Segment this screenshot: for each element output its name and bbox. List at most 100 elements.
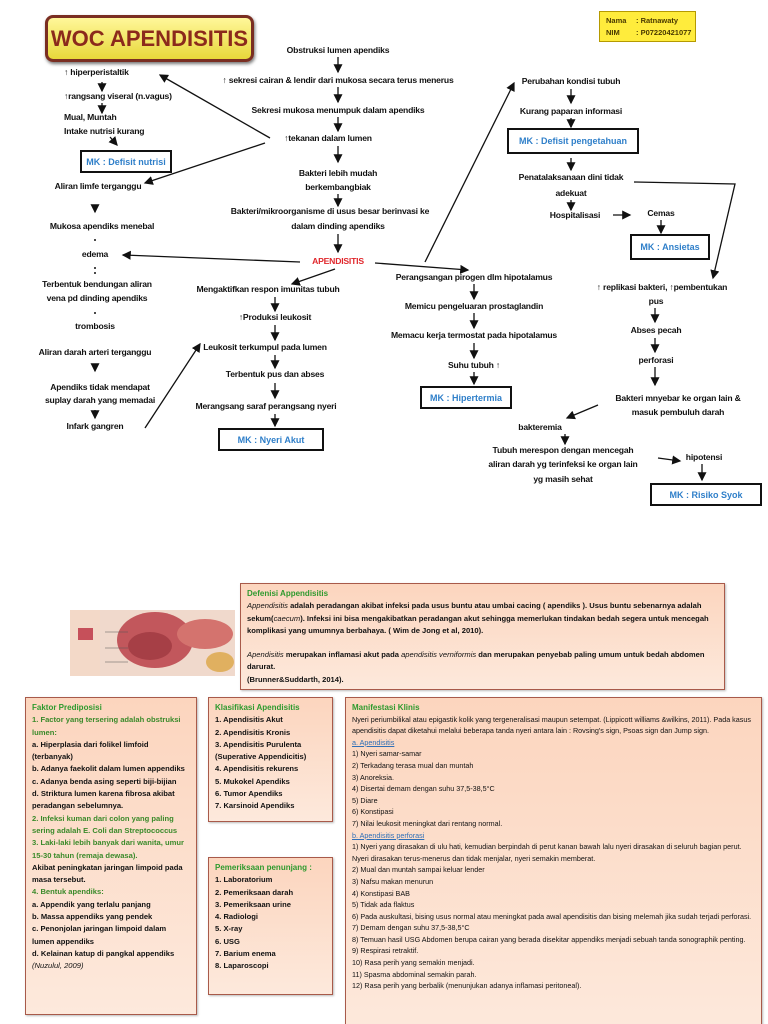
node-termostat: Memacu kerja termostat pada hipotalamus xyxy=(390,330,558,340)
list-item: 1) Nyeri samar-samar xyxy=(352,749,422,759)
text: adalah peradangan akibat infeksi pada us… xyxy=(247,601,702,623)
appendix-anatomy-image xyxy=(70,610,235,676)
list-item: 8) Temuan hasil USG Abdomen berupa caira… xyxy=(352,934,746,944)
node-aliran-limfe: Aliran limfe terganggu xyxy=(54,181,142,191)
node-mukosa-menebal: Mukosa apendiks menebal xyxy=(49,221,155,231)
faktor-citation: (Nuzulul, 2009) xyxy=(32,960,190,972)
list-item: a. Appendik yang terlalu panjang xyxy=(32,899,151,909)
node-tubuh-merespon: Tubuh merespon dengan mencegah xyxy=(492,445,634,455)
list-item: 3) Anoreksia. xyxy=(352,772,394,782)
list-item: 12) Rasa perih yang berbalik (menunjukan… xyxy=(352,981,582,991)
node-leukosit-lumen: Leukosit terkumpul pada lumen xyxy=(203,342,327,352)
list-item: 3. Pemeriksaan urine xyxy=(215,899,291,909)
list-item: 7) Nilai leukosit meningkat dari rentang… xyxy=(352,818,503,828)
faktor-heading: Faktor Prediposisi xyxy=(32,703,102,712)
manifestasi-box: Manifestasi Klinis Nyeri periumbilikal a… xyxy=(345,697,762,1024)
manifestasi-b-list: 1) Nyeri yang dirasakan di ulu hati, kem… xyxy=(352,841,755,992)
node-suplay-darah: Apendiks tidak mendapat xyxy=(50,382,150,392)
list-item: d. Striktura lumen karena fibrosa akibat… xyxy=(32,789,175,811)
list-item: 1. Laboratorium xyxy=(215,875,273,885)
list-item: 4) Disertai demam dengan suhu 37,5-38,5°… xyxy=(352,784,495,794)
term: apendisitis verniformis xyxy=(401,650,477,660)
pemeriksaan-heading: Pemeriksaan penunjang : xyxy=(215,863,312,872)
list-item: 7) Demam dengan suhu 37,5-38,5°C xyxy=(352,923,470,933)
node-trombosis: trombosis xyxy=(75,321,115,331)
list-item: 2) Mual dan muntah sampai keluar lender xyxy=(352,865,485,875)
list-item: 6. USG xyxy=(215,936,240,946)
list-item: 6. Tumor Apendiks xyxy=(215,789,283,799)
list-item: 6) Konstipasi xyxy=(352,807,394,817)
mk-nyeri-akut: MK : Nyeri Akut xyxy=(218,428,324,451)
klasifikasi-box: Klasifikasi Apendisitis 1. Apendisitis A… xyxy=(208,697,333,822)
list-item: 2. Pemeriksaan darah xyxy=(215,887,294,897)
definisi-box: Defenisi Appendisitis Appendisitis adala… xyxy=(240,583,725,690)
node-hospitalisasi: Hospitalisasi xyxy=(549,210,601,220)
dot-connectors xyxy=(94,239,96,314)
node-mual-muntah: Mual, Muntah xyxy=(64,112,117,122)
list-item: b. Adanya faekolit dalam lumen appendiks xyxy=(32,764,185,774)
list-item: 10) Rasa perih yang semakin menjadi. xyxy=(352,958,475,968)
term: Apendisitis xyxy=(247,650,284,660)
author-box: Nama: Ratnawaty NIM: P07220421077 xyxy=(599,11,696,42)
list-item: 3) Nafsu makan menurun xyxy=(352,876,434,886)
term: Appendisitis xyxy=(247,601,288,611)
node-penatalaksanaan: Penatalaksanaan dini tidak xyxy=(518,172,624,182)
list-item: 8. Laparoscopi xyxy=(215,961,269,971)
node-bakteri-invasi-2: dalam dinding apendiks xyxy=(291,221,385,231)
list-item: 3. Apendisitis Purulenta xyxy=(215,739,302,749)
node-suplay-darah-2: suplay darah yang memadai xyxy=(44,395,156,405)
faktor-item-3: 3. Laki-laki lebih banyak dari wanita, u… xyxy=(32,838,184,860)
node-perubahan-kondisi: Perubahan kondisi tubuh xyxy=(521,76,621,86)
node-sekresi-mukosa: Sekresi mukosa menumpuk dalam apendiks xyxy=(251,105,425,115)
node-bakteri-menyebar-2: masuk pembuluh darah xyxy=(631,407,725,417)
node-penatalaksanaan-2: adekuat xyxy=(555,188,587,198)
author-name: : Ratnawaty xyxy=(636,16,679,25)
list-item: 5) Tidak ada flaktus xyxy=(352,900,415,910)
node-replikasi-bakteri-2: pus xyxy=(648,296,664,306)
manifestasi-a-heading: a. Apendisitis xyxy=(352,737,395,747)
node-bakteremia: bakteremia xyxy=(518,422,562,432)
faktor-item-2: 2. Infeksi kuman dari colon yang paling … xyxy=(32,813,178,835)
list-item: 1. Apendisitis Akut xyxy=(215,715,283,725)
list-item: 6) Pada auskultasi, bising usus normal a… xyxy=(352,911,752,921)
node-hiperperistaltik: ↑ hiperperistaltik xyxy=(64,67,129,77)
list-item: 2) Terkadang terasa mual dan muntah xyxy=(352,760,474,770)
mk-defisit-nutrisi: MK : Defisit nutrisi xyxy=(80,150,172,173)
node-produksi-leukosit: ↑Produksi leukosit xyxy=(238,312,312,322)
list-item: a. Hiperplasia dari folikel limfoid (ter… xyxy=(32,739,149,762)
list-item: d. Kelainan katup di pangkal appendiks xyxy=(32,948,175,958)
node-aliran-arteri: Aliran darah arteri terganggu xyxy=(38,347,152,357)
node-bendungan: Terbentuk bendungan aliran xyxy=(42,279,152,289)
node-bakteri-invasi: Bakteri/mikroorganisme di usus besar ber… xyxy=(230,206,430,216)
definisi-citation: (Brunner&Suddarth, 2014). xyxy=(247,674,344,684)
node-obstruksi: Obstruksi lumen apendiks xyxy=(286,45,390,55)
node-pirogen: Perangsangan pirogen dlm hipotalamus xyxy=(395,272,553,282)
faktor-1-list: a. Hiperplasia dari folikel limfoid (ter… xyxy=(32,739,190,813)
list-item: 4) Konstipasi BAB xyxy=(352,888,410,898)
mk-risiko-syok: MK : Risiko Syok xyxy=(650,483,762,506)
author-nim: : P07220421077 xyxy=(636,28,692,37)
list-item: 2. Apendisitis Kronis xyxy=(215,727,291,737)
mk-hipertermia: MK : Hipertermia xyxy=(420,386,512,409)
text: dan merupakan penyebab paling umum untuk… xyxy=(247,650,705,672)
node-respon-imun: Mengaktifkan respon imunitas tubuh xyxy=(196,284,340,294)
faktor-item-1: 1. Factor yang tersering adalah obstruks… xyxy=(32,715,181,737)
node-hipotensi: hipotensi xyxy=(685,452,723,462)
node-tubuh-merespon-2: aliran darah yg terinfeksi ke organ lain xyxy=(488,459,638,469)
text: ). Infeksi ini bisa mengakibatkan perada… xyxy=(247,613,709,635)
list-item: b. Massa appendiks yang pendek xyxy=(32,912,153,922)
node-perforasi: perforasi xyxy=(638,355,674,365)
node-sekresi-cairan: ↑ sekresi cairan & lendir dari mukosa se… xyxy=(222,75,454,85)
pemeriksaan-box: Pemeriksaan penunjang : 1. Laboratorium 2… xyxy=(208,857,333,995)
list-item: 7. Barium enema xyxy=(215,949,276,959)
document-title: WOC APENDISITIS xyxy=(45,15,254,62)
node-edema: edema xyxy=(81,249,109,259)
node-replikasi-bakteri: ↑ replikasi bakteri, ↑pembentukan xyxy=(596,282,728,292)
list-item: c. Penonjolan jaringan limpoid dalam lum… xyxy=(32,924,167,946)
faktor-item-3-note: Akibat peningkatan jaringan limpoid pada… xyxy=(32,862,183,885)
manifestasi-heading: Manifestasi Klinis xyxy=(352,703,420,712)
node-bendungan-2: vena pd dinding apendiks xyxy=(46,293,148,303)
manifestasi-intro: Nyeri periumbilikal atau epigastik kolik… xyxy=(352,714,751,736)
